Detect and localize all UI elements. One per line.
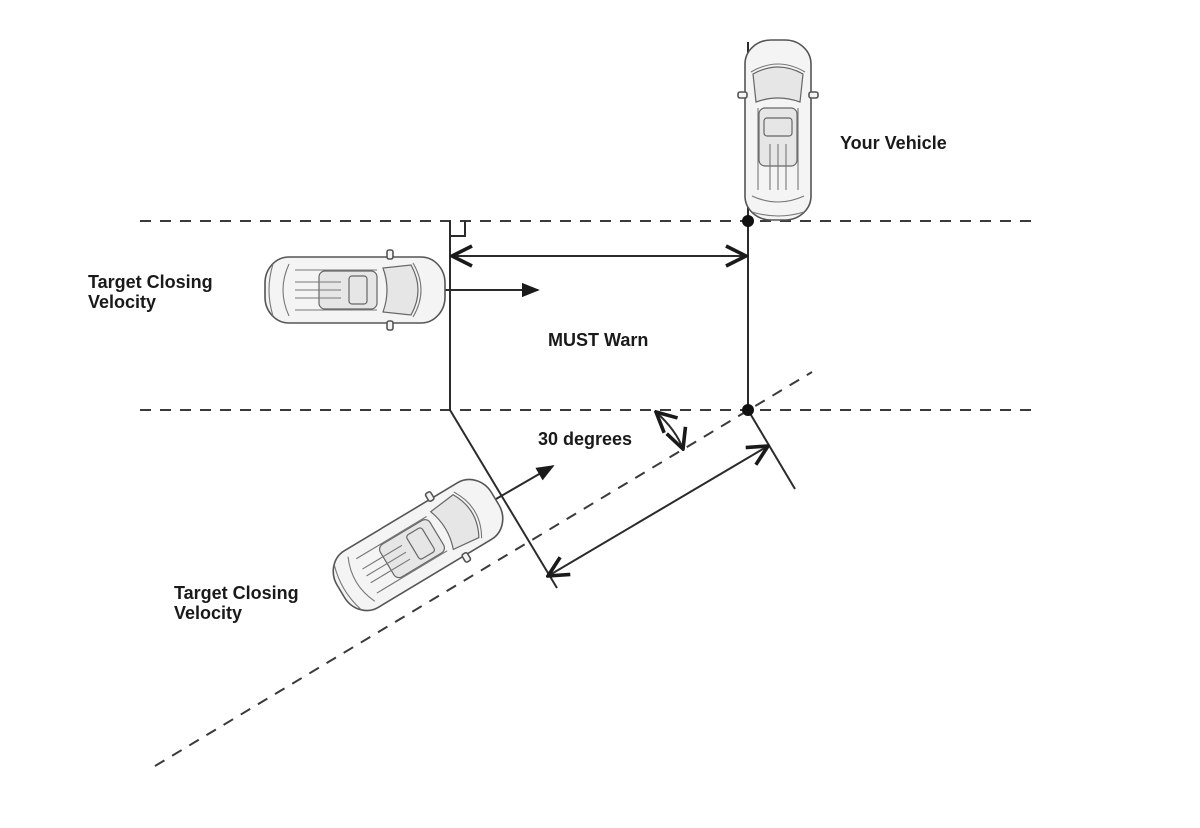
ego-vehicle-car-top-view-icon (737, 39, 819, 221)
your-vehicle-label: Your Vehicle (840, 133, 947, 153)
target-vehicle-side-car-top-view-icon (264, 249, 446, 331)
target-closing-velocity-bottom-line-2: Velocity (174, 603, 243, 623)
must-warn-label: MUST Warn (548, 330, 648, 350)
angle-arc (656, 412, 683, 449)
target-closing-velocity-bottom-line-1: Target Closing (174, 583, 299, 603)
target-closing-velocity-label-top: Target Closing Velocity (88, 272, 213, 312)
target-vehicle-angled-car-top-view-icon (319, 463, 517, 627)
right-angle-marker (450, 221, 466, 237)
angled-zone-left-edge (449, 409, 558, 589)
angle-text: 30 degrees (538, 429, 633, 449)
angle-label: 30 degrees (538, 429, 632, 449)
target-closing-velocity-top-line-1: Target Closing (88, 272, 213, 292)
ego-reference-point-top (742, 215, 754, 227)
target-closing-velocity-top-line-2: Velocity (88, 292, 157, 312)
target-velocity-arrow-bottom (495, 465, 555, 500)
angled-zone-dimension (548, 446, 768, 576)
lane-line-diagonal (154, 371, 813, 767)
must-warn-text: MUST Warn (548, 330, 649, 350)
target-closing-velocity-label-bottom: Target Closing Velocity (174, 583, 299, 623)
ego-reference-point-bottom (742, 404, 754, 416)
your-vehicle-text: Your Vehicle (840, 133, 947, 153)
angled-zone-right-edge (747, 409, 796, 490)
